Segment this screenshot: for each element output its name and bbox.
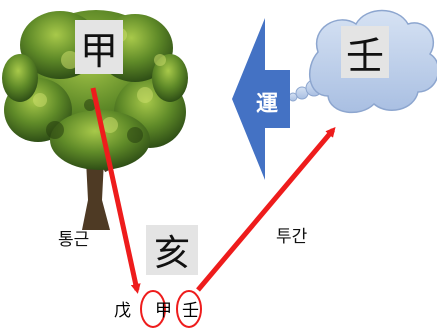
rooting-label: 통근	[58, 230, 90, 250]
hidden-stem-1: 戊	[114, 301, 131, 321]
hidden-stem-2-circle	[140, 290, 166, 328]
branch-box: 亥	[146, 225, 198, 275]
hidden-stem-3-circle	[176, 290, 202, 328]
tree-stem-box: 甲	[75, 20, 123, 74]
cloud-stem-box: 壬	[341, 26, 389, 78]
luck-arrow-shape	[232, 18, 290, 180]
rooting-arrow	[90, 87, 141, 294]
emergence-arrow	[196, 126, 336, 292]
luck-label: 運	[255, 91, 278, 117]
emergence-label: 투간	[276, 227, 308, 247]
hidden-stem-3: 壬	[182, 301, 199, 321]
hidden-stem-2: 甲	[155, 301, 172, 321]
